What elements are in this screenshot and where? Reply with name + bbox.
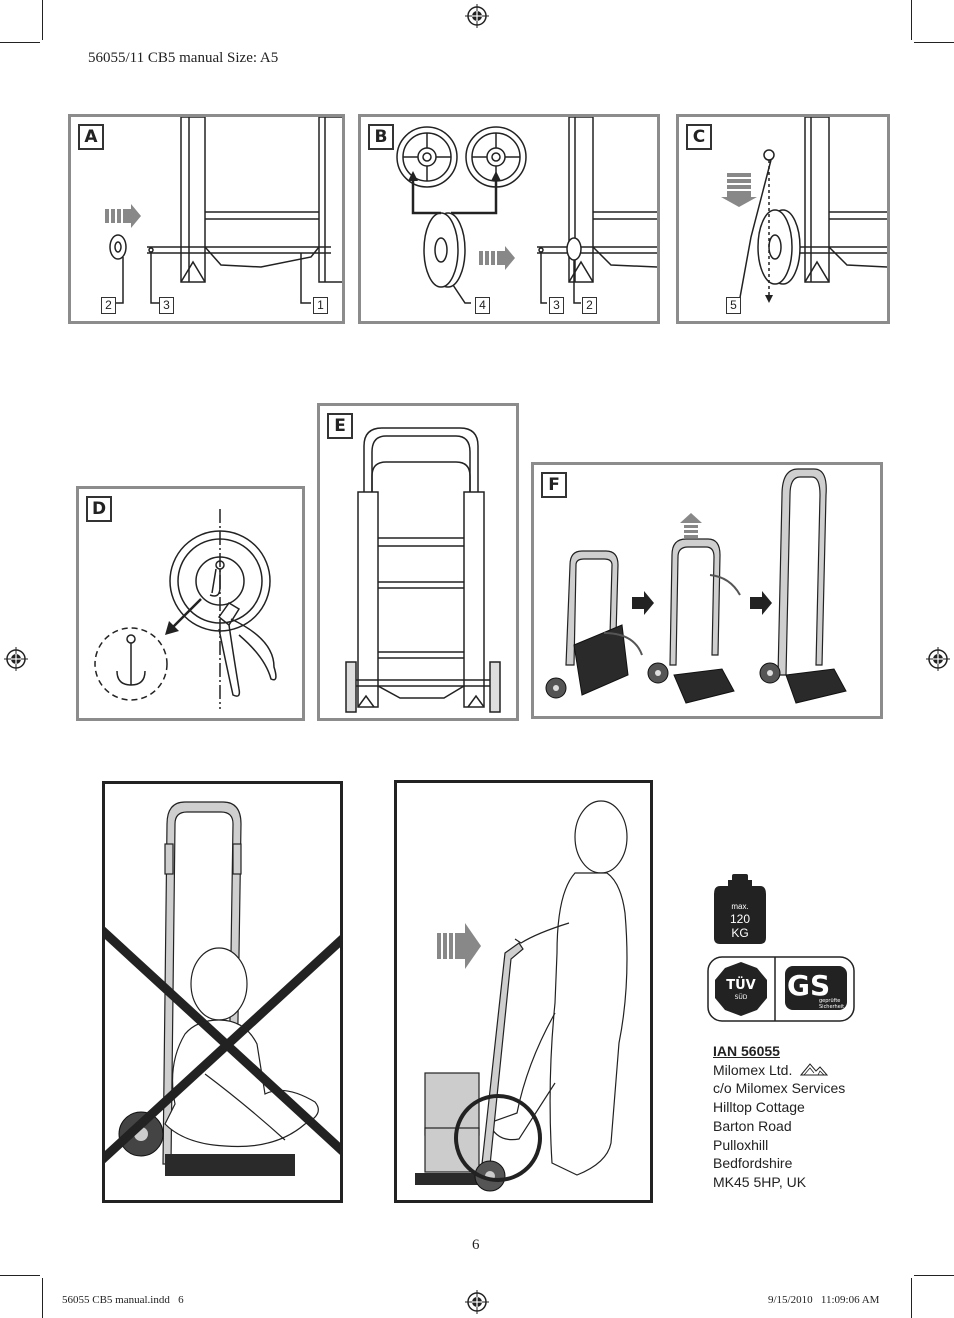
figure-label: A [78, 124, 104, 150]
wheel-mounting-illustration [396, 117, 657, 304]
figure-f: F [531, 462, 883, 719]
callout-number: 2 [582, 297, 597, 314]
figure-a: A 2 3 1 [68, 114, 345, 324]
figure-label: D [86, 496, 112, 522]
manufacturer-address: IAN 56055 Milomex Ltd. c/o Milomex Servi… [713, 1042, 845, 1192]
assembled-trolley-front-illustration [345, 427, 501, 713]
callout-number: 2 [101, 297, 116, 314]
mountain-logo-icon [800, 1062, 829, 1076]
crop-mark [911, 0, 912, 40]
crop-mark [914, 1275, 954, 1276]
callout-number: 1 [313, 297, 328, 314]
gs-sub-text-2: Sicherheit [819, 1004, 845, 1010]
person-pulling-trolley-illustration [415, 800, 628, 1192]
crop-mark [911, 1278, 912, 1318]
registration-mark-icon [4, 647, 28, 671]
figure-label: E [327, 413, 353, 439]
weight-icon [714, 874, 766, 944]
header-text: 56055/11 CB5 manual Size: A5 [88, 50, 279, 66]
gs-text: GS [787, 969, 831, 1002]
max-load-weight-badge: max. 120 KG [712, 872, 768, 946]
certification-mark: TÜV SÜD GS geprüfte Sicherheit [707, 956, 855, 1022]
child-on-trolley-crossed-out-illustration [89, 801, 365, 1176]
warning-no-riding-illustration [89, 781, 365, 1203]
company-line: Milomex Ltd. [713, 1061, 845, 1080]
weight-badge-line3: KG [731, 926, 749, 940]
registration-mark-icon [465, 1290, 489, 1314]
weight-badge-line1: max. [731, 902, 749, 911]
address-line: Barton Road [713, 1117, 792, 1134]
gs-sub-text-1: geprüfte [819, 998, 841, 1004]
tuv-sub-text: SÜD [734, 994, 748, 1001]
callout-number: 3 [159, 297, 174, 314]
address-line: Pulloxhill [713, 1136, 769, 1153]
figure-d: D [76, 486, 305, 721]
callout-number: 3 [549, 297, 564, 314]
registration-mark-icon [465, 4, 489, 28]
figure-label: C [686, 124, 712, 150]
address-line: Bedfordshire [713, 1155, 793, 1172]
hook-removal-illustration [94, 509, 277, 709]
cotter-pin-illustration [721, 117, 887, 304]
figure-label: F [541, 472, 567, 498]
registration-mark-icon [926, 647, 950, 671]
axle-assembly-illustration [105, 117, 342, 304]
figure-c: C 5 [676, 114, 890, 324]
weight-badge-line2: 120 [729, 912, 751, 926]
address-line: MK45 5HP, UK [713, 1173, 807, 1190]
page-number: 6 [472, 1237, 480, 1253]
callout-number: 5 [726, 297, 741, 314]
figure-b: B 4 3 2 [358, 114, 660, 324]
correct-usage-illustration [394, 780, 653, 1203]
crop-mark [0, 1275, 40, 1276]
crop-mark [914, 42, 954, 43]
tuv-text: TÜV [726, 978, 756, 993]
tuv-gs-seal-icon [707, 956, 855, 1022]
callout-number: 4 [475, 297, 490, 314]
ian-number: IAN 56055 [713, 1043, 780, 1059]
address-line: c/o Milomex Services [713, 1080, 846, 1097]
footer-left: 56055 CB5 manual.indd 6 [62, 1294, 184, 1306]
crop-mark [42, 0, 43, 40]
crop-mark [42, 1278, 43, 1318]
figure-e: E [317, 403, 519, 721]
company-name: Milomex Ltd. [713, 1061, 793, 1078]
crop-mark [0, 42, 40, 43]
address-line: Hilltop Cottage [713, 1099, 805, 1116]
footer-right: 9/15/2010 11:09:06 AM [768, 1294, 880, 1306]
folding-sequence-illustration [545, 468, 847, 704]
figure-label: B [368, 124, 394, 150]
